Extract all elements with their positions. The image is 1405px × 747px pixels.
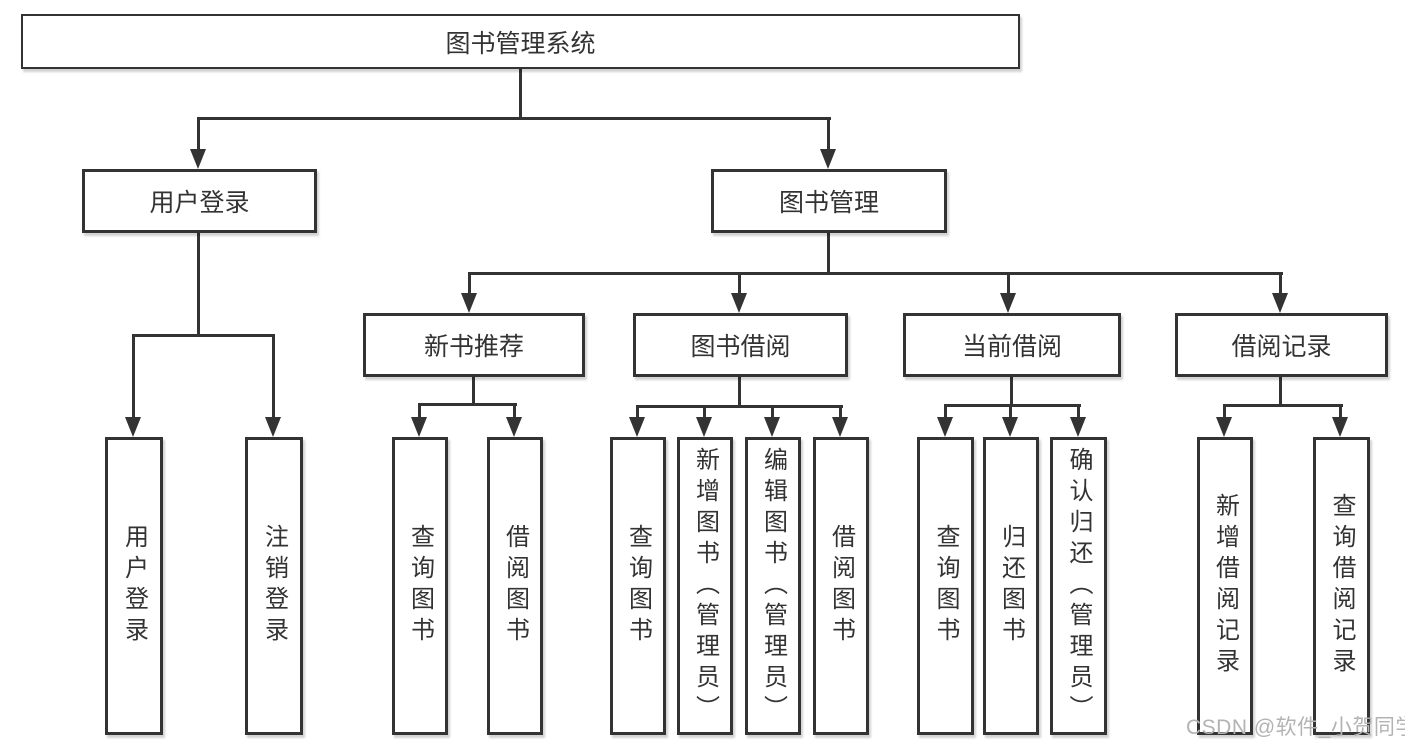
- node-book-management-label: 图书管理: [778, 189, 879, 217]
- connector-user-login-stem: [197, 233, 200, 337]
- csdn-watermark: CSDN @软件_小贺同学: [1186, 716, 1405, 739]
- node-current-borrowing: 当前借阅: [903, 313, 1121, 377]
- connector-cb-leaf3-stub: [1077, 404, 1080, 419]
- connector-bb-leaf1-stub: [636, 405, 639, 419]
- arrowhead-new-book-recommend-icon: [461, 293, 477, 313]
- connector-leaf-login-stub: [132, 334, 135, 418]
- leaf-bb-query-books: 查询图书: [610, 437, 666, 735]
- leaf-user-login-label: 用户登录: [120, 524, 148, 648]
- arrowhead-cb-leaf3-icon: [1070, 417, 1086, 437]
- arrowhead-book-management-icon: [820, 149, 836, 169]
- arrowhead-cb-leaf1-icon: [937, 417, 953, 437]
- connector-cb-leaf2-stub: [1009, 404, 1012, 419]
- leaf-bb-edit-book-admin: 编辑图书（管理员）: [745, 437, 801, 735]
- leaf-bb-query-books-label: 查询图书: [624, 524, 652, 648]
- leaf-br-add-borrow-record-label: 新增借阅记录: [1211, 493, 1239, 679]
- connector-bb-stem: [738, 377, 741, 408]
- connector-nbr-leaf2-stub: [513, 403, 516, 419]
- node-book-borrowing: 图书借阅: [633, 313, 848, 377]
- connector-cb-stem: [1010, 377, 1013, 407]
- connector-br-leaf1-stub: [1223, 404, 1226, 419]
- leaf-bb-edit-book-admin-label: 编辑图书（管理员）: [759, 446, 787, 726]
- arrowhead-br-leaf2-icon: [1332, 417, 1348, 437]
- leaf-bb-add-book-admin-label: 新增图书（管理员）: [691, 446, 719, 726]
- arrowhead-nbr-leaf2-icon: [506, 417, 522, 437]
- node-new-book-recommend: 新书推荐: [363, 313, 585, 377]
- node-user-login-label: 用户登录: [149, 189, 250, 217]
- leaf-nbr-borrow-books: 借阅图书: [487, 437, 543, 735]
- arrowhead-nbr-leaf1-icon: [411, 417, 427, 437]
- connector-bb-leaf2-stub: [703, 405, 706, 419]
- node-root: 图书管理系统: [21, 14, 1020, 69]
- arrowhead-bb-leaf3-icon: [764, 417, 780, 437]
- leaf-logout: 注销登录: [245, 437, 303, 735]
- leaf-nbr-query-books: 查询图书: [392, 437, 448, 735]
- connector-nbr-leaf1-stub: [418, 403, 421, 419]
- leaf-nbr-borrow-books-label: 借阅图书: [501, 524, 529, 648]
- node-book-borrowing-label: 图书借阅: [690, 333, 791, 361]
- arrowhead-current-borrowing-icon: [1000, 293, 1016, 313]
- node-new-book-recommend-label: 新书推荐: [423, 333, 524, 361]
- node-book-management: 图书管理: [711, 169, 947, 233]
- connector-borrowing-records-stub: [1279, 272, 1282, 295]
- connector-cb-split: [944, 404, 1081, 407]
- leaf-cb-confirm-return-admin-label: 确认归还（管理员）: [1065, 446, 1092, 726]
- connector-leaf-logout-stub: [272, 334, 275, 418]
- leaf-bb-borrow-books-label: 借阅图书: [827, 524, 855, 648]
- leaf-br-query-borrow-record-label: 查询借阅记录: [1328, 493, 1355, 679]
- arrowhead-bb-leaf2-icon: [696, 417, 712, 437]
- arrowhead-bb-leaf1-icon: [629, 417, 645, 437]
- leaf-cb-query-books: 查询图书: [917, 437, 974, 735]
- connector-root-stem: [519, 68, 522, 120]
- connector-user-login-split: [132, 334, 275, 337]
- arrowhead-borrowing-records-icon: [1272, 293, 1288, 313]
- arrowhead-bb-leaf4-icon: [832, 417, 848, 437]
- arrowhead-leaf-login-icon: [125, 417, 141, 437]
- node-current-borrowing-label: 当前借阅: [961, 333, 1062, 361]
- connector-nbr-stem: [472, 377, 475, 406]
- connector-bb-leaf3-stub: [771, 405, 774, 419]
- connector-br-split: [1223, 404, 1343, 407]
- connector-br-stem: [1279, 377, 1282, 407]
- leaf-cb-return-books: 归还图书: [983, 437, 1039, 735]
- connector-book-borrowing-stub: [738, 272, 741, 295]
- connector-bb-leaf4-stub: [839, 405, 842, 419]
- node-borrowing-records-label: 借阅记录: [1231, 333, 1332, 361]
- leaf-user-login: 用户登录: [105, 437, 163, 735]
- connector-nbr-split: [418, 403, 517, 406]
- leaf-bb-borrow-books: 借阅图书: [813, 437, 869, 735]
- connector-br-leaf2-stub: [1339, 404, 1342, 419]
- connector-bb-split: [636, 405, 843, 408]
- connector-book-management-stem: [827, 233, 830, 275]
- connector-book-management-stub: [827, 117, 830, 151]
- arrowhead-book-borrowing-icon: [731, 293, 747, 313]
- leaf-br-add-borrow-record: 新增借阅记录: [1197, 437, 1253, 735]
- leaf-cb-query-books-label: 查询图书: [932, 524, 959, 648]
- connector-root-split: [197, 117, 831, 120]
- connector-current-borrowing-stub: [1007, 272, 1010, 295]
- leaf-bb-add-book-admin: 新增图书（管理员）: [677, 437, 733, 735]
- arrowhead-leaf-logout-icon: [265, 417, 281, 437]
- arrowhead-user-login-icon: [190, 149, 206, 169]
- node-root-label: 图书管理系统: [445, 29, 596, 58]
- leaf-nbr-query-books-label: 查询图书: [406, 524, 434, 648]
- connector-cb-leaf1-stub: [944, 404, 947, 419]
- connector-level3-split: [468, 272, 1283, 275]
- leaf-br-query-borrow-record: 查询借阅记录: [1313, 437, 1370, 735]
- leaf-cb-return-books-label: 归还图书: [997, 524, 1025, 648]
- connector-new-book-recommend-stub: [468, 272, 471, 295]
- connector-user-login-stub: [197, 117, 200, 151]
- arrowhead-br-leaf1-icon: [1216, 417, 1232, 437]
- node-borrowing-records: 借阅记录: [1175, 313, 1388, 377]
- node-user-login: 用户登录: [82, 169, 317, 233]
- arrowhead-cb-leaf2-icon: [1002, 417, 1018, 437]
- leaf-logout-label: 注销登录: [260, 524, 288, 648]
- leaf-cb-confirm-return-admin: 确认归还（管理员）: [1050, 437, 1107, 735]
